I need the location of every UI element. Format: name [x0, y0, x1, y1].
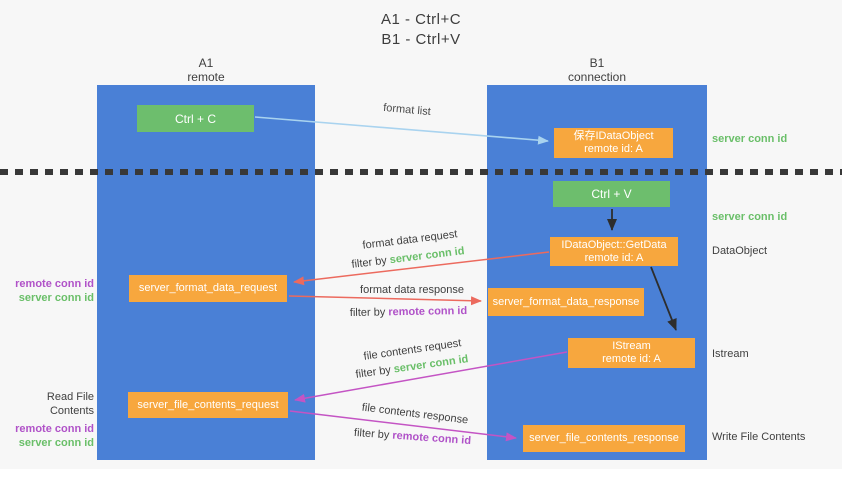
node-save-idataobject: 保存IDataObject remote id: A [554, 128, 673, 158]
node-server-format-data-request: server_format_data_request [129, 275, 287, 302]
remote-conn-id-text: remote conn id [388, 304, 468, 319]
title-line-ctrl-v: B1 - Ctrl+V [381, 31, 461, 48]
arrow-format-data-response [288, 295, 482, 306]
title-line-ctrl-c: A1 - Ctrl+C [380, 11, 462, 28]
filter-by-text: filter by [350, 254, 388, 271]
server-conn-id-label: server conn id [18, 291, 94, 304]
right-dataobject-label: DataObject [712, 245, 768, 257]
getdata-line2: remote id: A [584, 251, 644, 264]
ctrl-v-label: Ctrl + V [591, 187, 632, 201]
right-server-conn-id-top: server conn id [712, 133, 788, 145]
lane-b1-name: B1 [589, 56, 605, 70]
node-server-format-data-response: server_format_data_response [488, 288, 644, 316]
read-file-contents-label: Read File Contents [46, 391, 94, 417]
label-format-data-response: format data response [360, 284, 464, 296]
server-conn-id-label: server conn id [18, 436, 94, 449]
diagram-title: A1 - Ctrl+C B1 - Ctrl+V [0, 10, 842, 50]
remote-conn-id-text: remote conn id [391, 429, 472, 448]
server-format-data-request-label: server_format_data_request [138, 282, 278, 294]
lane-b1-subtitle: connection [567, 70, 627, 84]
label-format-list: format list [382, 101, 432, 119]
filter-by-text: filter by [349, 306, 386, 320]
node-idataobject-getdata: IDataObject::GetData remote id: A [550, 237, 678, 266]
lane-header-b1: B1 connection [487, 56, 707, 84]
right-write-file-contents-label: Write File Contents [712, 431, 806, 443]
ctrl-c-label: Ctrl + C [174, 111, 216, 126]
lane-header-a1: A1 remote [97, 56, 315, 84]
node-istream: IStream remote id: A [568, 338, 695, 368]
filter-by-text: filter by [353, 426, 390, 442]
remote-conn-id-label: remote conn id [15, 423, 94, 435]
save-idataobject-line1: 保存IDataObject [573, 130, 654, 142]
remote-conn-id-label: remote conn id [15, 278, 94, 290]
right-server-conn-id-ctrl-v: server conn id [712, 211, 788, 223]
istream-line1: IStream [612, 340, 651, 352]
server-format-data-response-label: server_format_data_response [492, 295, 640, 308]
bottom-strip [0, 469, 842, 485]
node-server-file-contents-response: server_file_contents_response [523, 425, 685, 452]
istream-line2: remote id: A [602, 353, 661, 365]
getdata-line1: IDataObject::GetData [561, 238, 667, 251]
right-istream-label: Istream [712, 348, 749, 360]
filter-by-text: filter by [354, 364, 392, 381]
left-labels-file: Read File Contents remote conn id server… [0, 391, 94, 450]
node-server-file-contents-request: server_file_contents_request [128, 392, 288, 418]
left-labels-format: remote conn id server conn id [0, 278, 94, 305]
label-file-contents-response: file contents response [361, 401, 469, 427]
server-conn-id-text: server conn id [389, 245, 466, 267]
lane-a1-name: A1 [198, 56, 214, 70]
lane-a1-subtitle: remote [187, 70, 225, 84]
save-idataobject-line2: remote id: A [584, 143, 643, 155]
server-file-contents-response-label: server_file_contents_response [529, 432, 679, 444]
node-ctrl-c: Ctrl + C [137, 105, 254, 132]
server-file-contents-request-label: server_file_contents_request [137, 398, 279, 411]
dashed-separator [0, 169, 842, 175]
node-ctrl-v: Ctrl + V [553, 181, 670, 207]
